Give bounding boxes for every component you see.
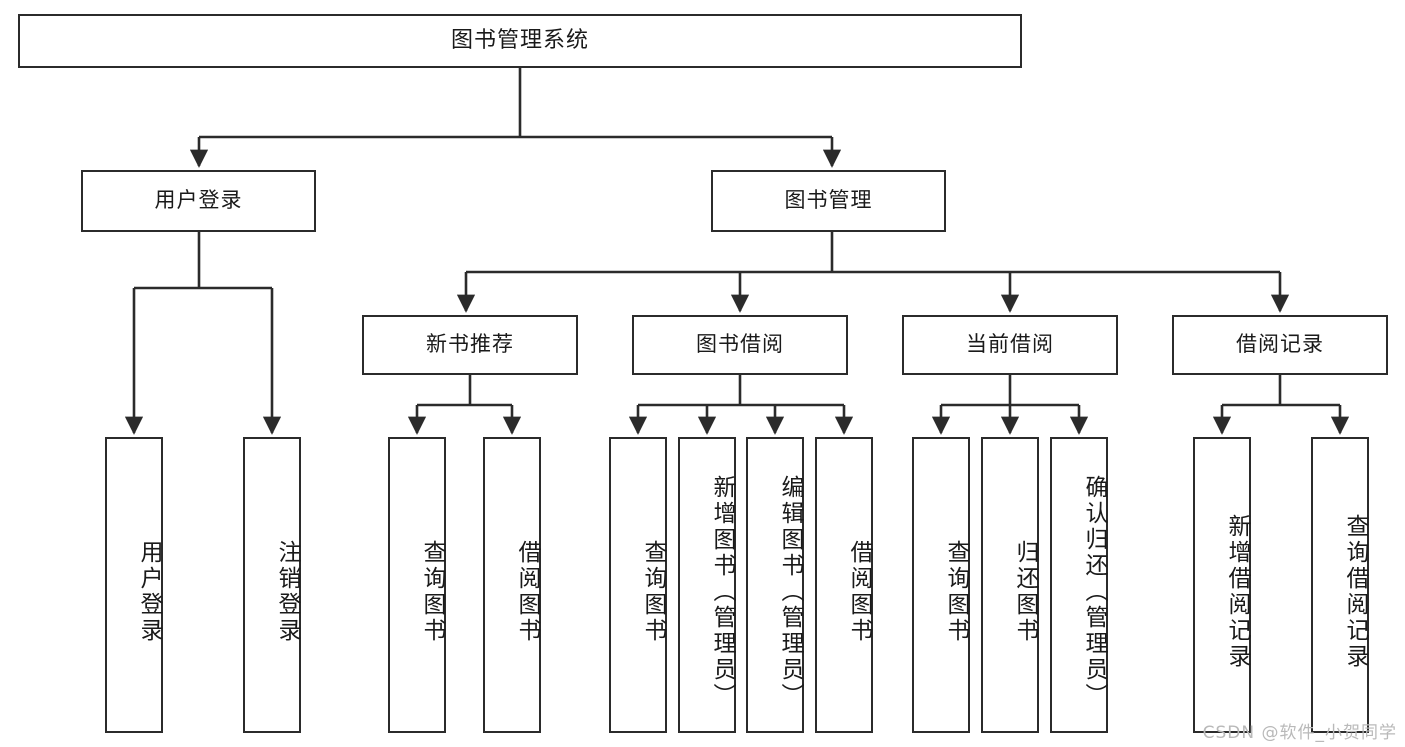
node-root-book-management-system[interactable]: 图书管理系统 [18,14,1022,68]
leaf-user-login[interactable]: 用户登录 [105,437,163,733]
node-book-borrow[interactable]: 图书借阅 [632,315,848,375]
leaf-confirm-return-admin[interactable]: 确认归还（管理员） [1050,437,1108,733]
leaf-edit-book-admin[interactable]: 编辑图书（管理员） [746,437,804,733]
leaf-query-book-borrow[interactable]: 查询图书 [609,437,667,733]
csdn-watermark: CSDN @软件_小贺同学 [1202,723,1397,743]
node-user-login[interactable]: 用户登录 [81,170,316,232]
leaf-return-book[interactable]: 归还图书 [981,437,1039,733]
leaf-borrow-book[interactable]: 借阅图书 [815,437,873,733]
leaf-query-borrow-record[interactable]: 查询借阅记录 [1311,437,1369,733]
leaf-borrow-book-recommend[interactable]: 借阅图书 [483,437,541,733]
node-current-borrow[interactable]: 当前借阅 [902,315,1118,375]
node-new-book-recommend[interactable]: 新书推荐 [362,315,578,375]
leaf-query-book-recommend[interactable]: 查询图书 [388,437,446,733]
leaf-add-borrow-record[interactable]: 新增借阅记录 [1193,437,1251,733]
node-book-management[interactable]: 图书管理 [711,170,946,232]
leaf-query-book-current[interactable]: 查询图书 [912,437,970,733]
node-borrow-record[interactable]: 借阅记录 [1172,315,1388,375]
leaf-add-book-admin[interactable]: 新增图书（管理员） [678,437,736,733]
leaf-logout-login[interactable]: 注销登录 [243,437,301,733]
